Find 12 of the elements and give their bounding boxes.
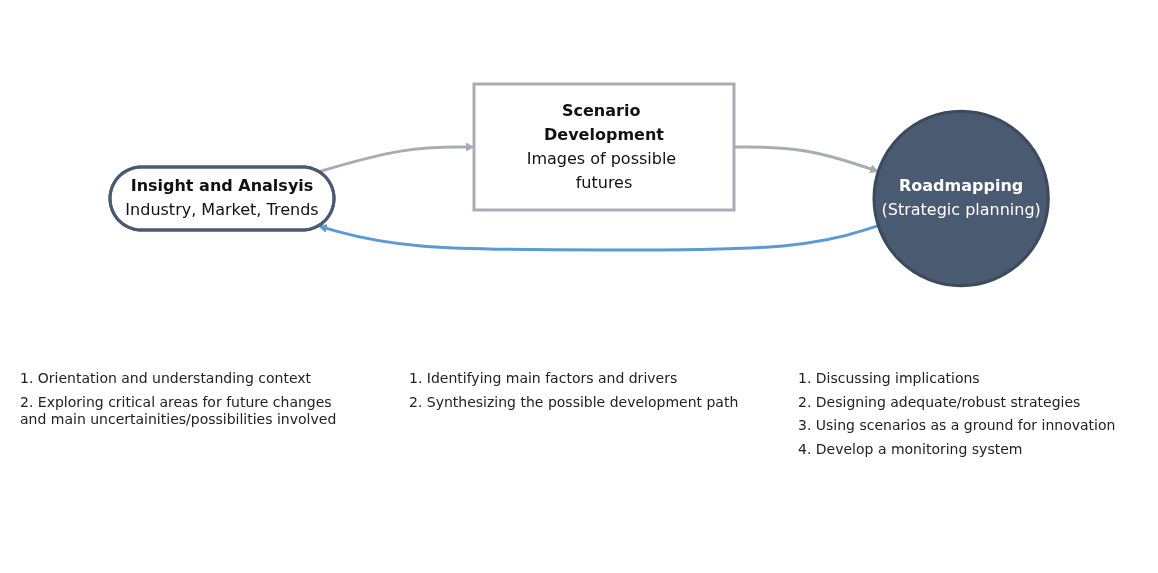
step-text: 1. Discussing implications — [798, 370, 981, 388]
step-text: 4. Develop a monitoring system — [798, 440, 1024, 458]
step-text: 2. Designing adequate/robust strategies — [798, 393, 1082, 411]
step-text: 1. Orientation and understanding context — [20, 370, 313, 388]
step-text: 1. Identifying main factors and drivers — [409, 370, 679, 388]
step-text: 2. Synthesizing the possible development path — [409, 393, 740, 411]
step-text: 2. Exploring critical areas for future changes and main uncertainities/possibilities involved — [20, 393, 338, 429]
node-circle: Roadmapping (Strategic planning) — [872, 110, 1050, 288]
arrow — [318, 224, 879, 252]
step-text: 3. Using scenarios as a ground for innovation — [798, 417, 1117, 435]
node-box: Scenario Development Images of possible futures — [472, 82, 736, 212]
arrow — [733, 145, 879, 174]
